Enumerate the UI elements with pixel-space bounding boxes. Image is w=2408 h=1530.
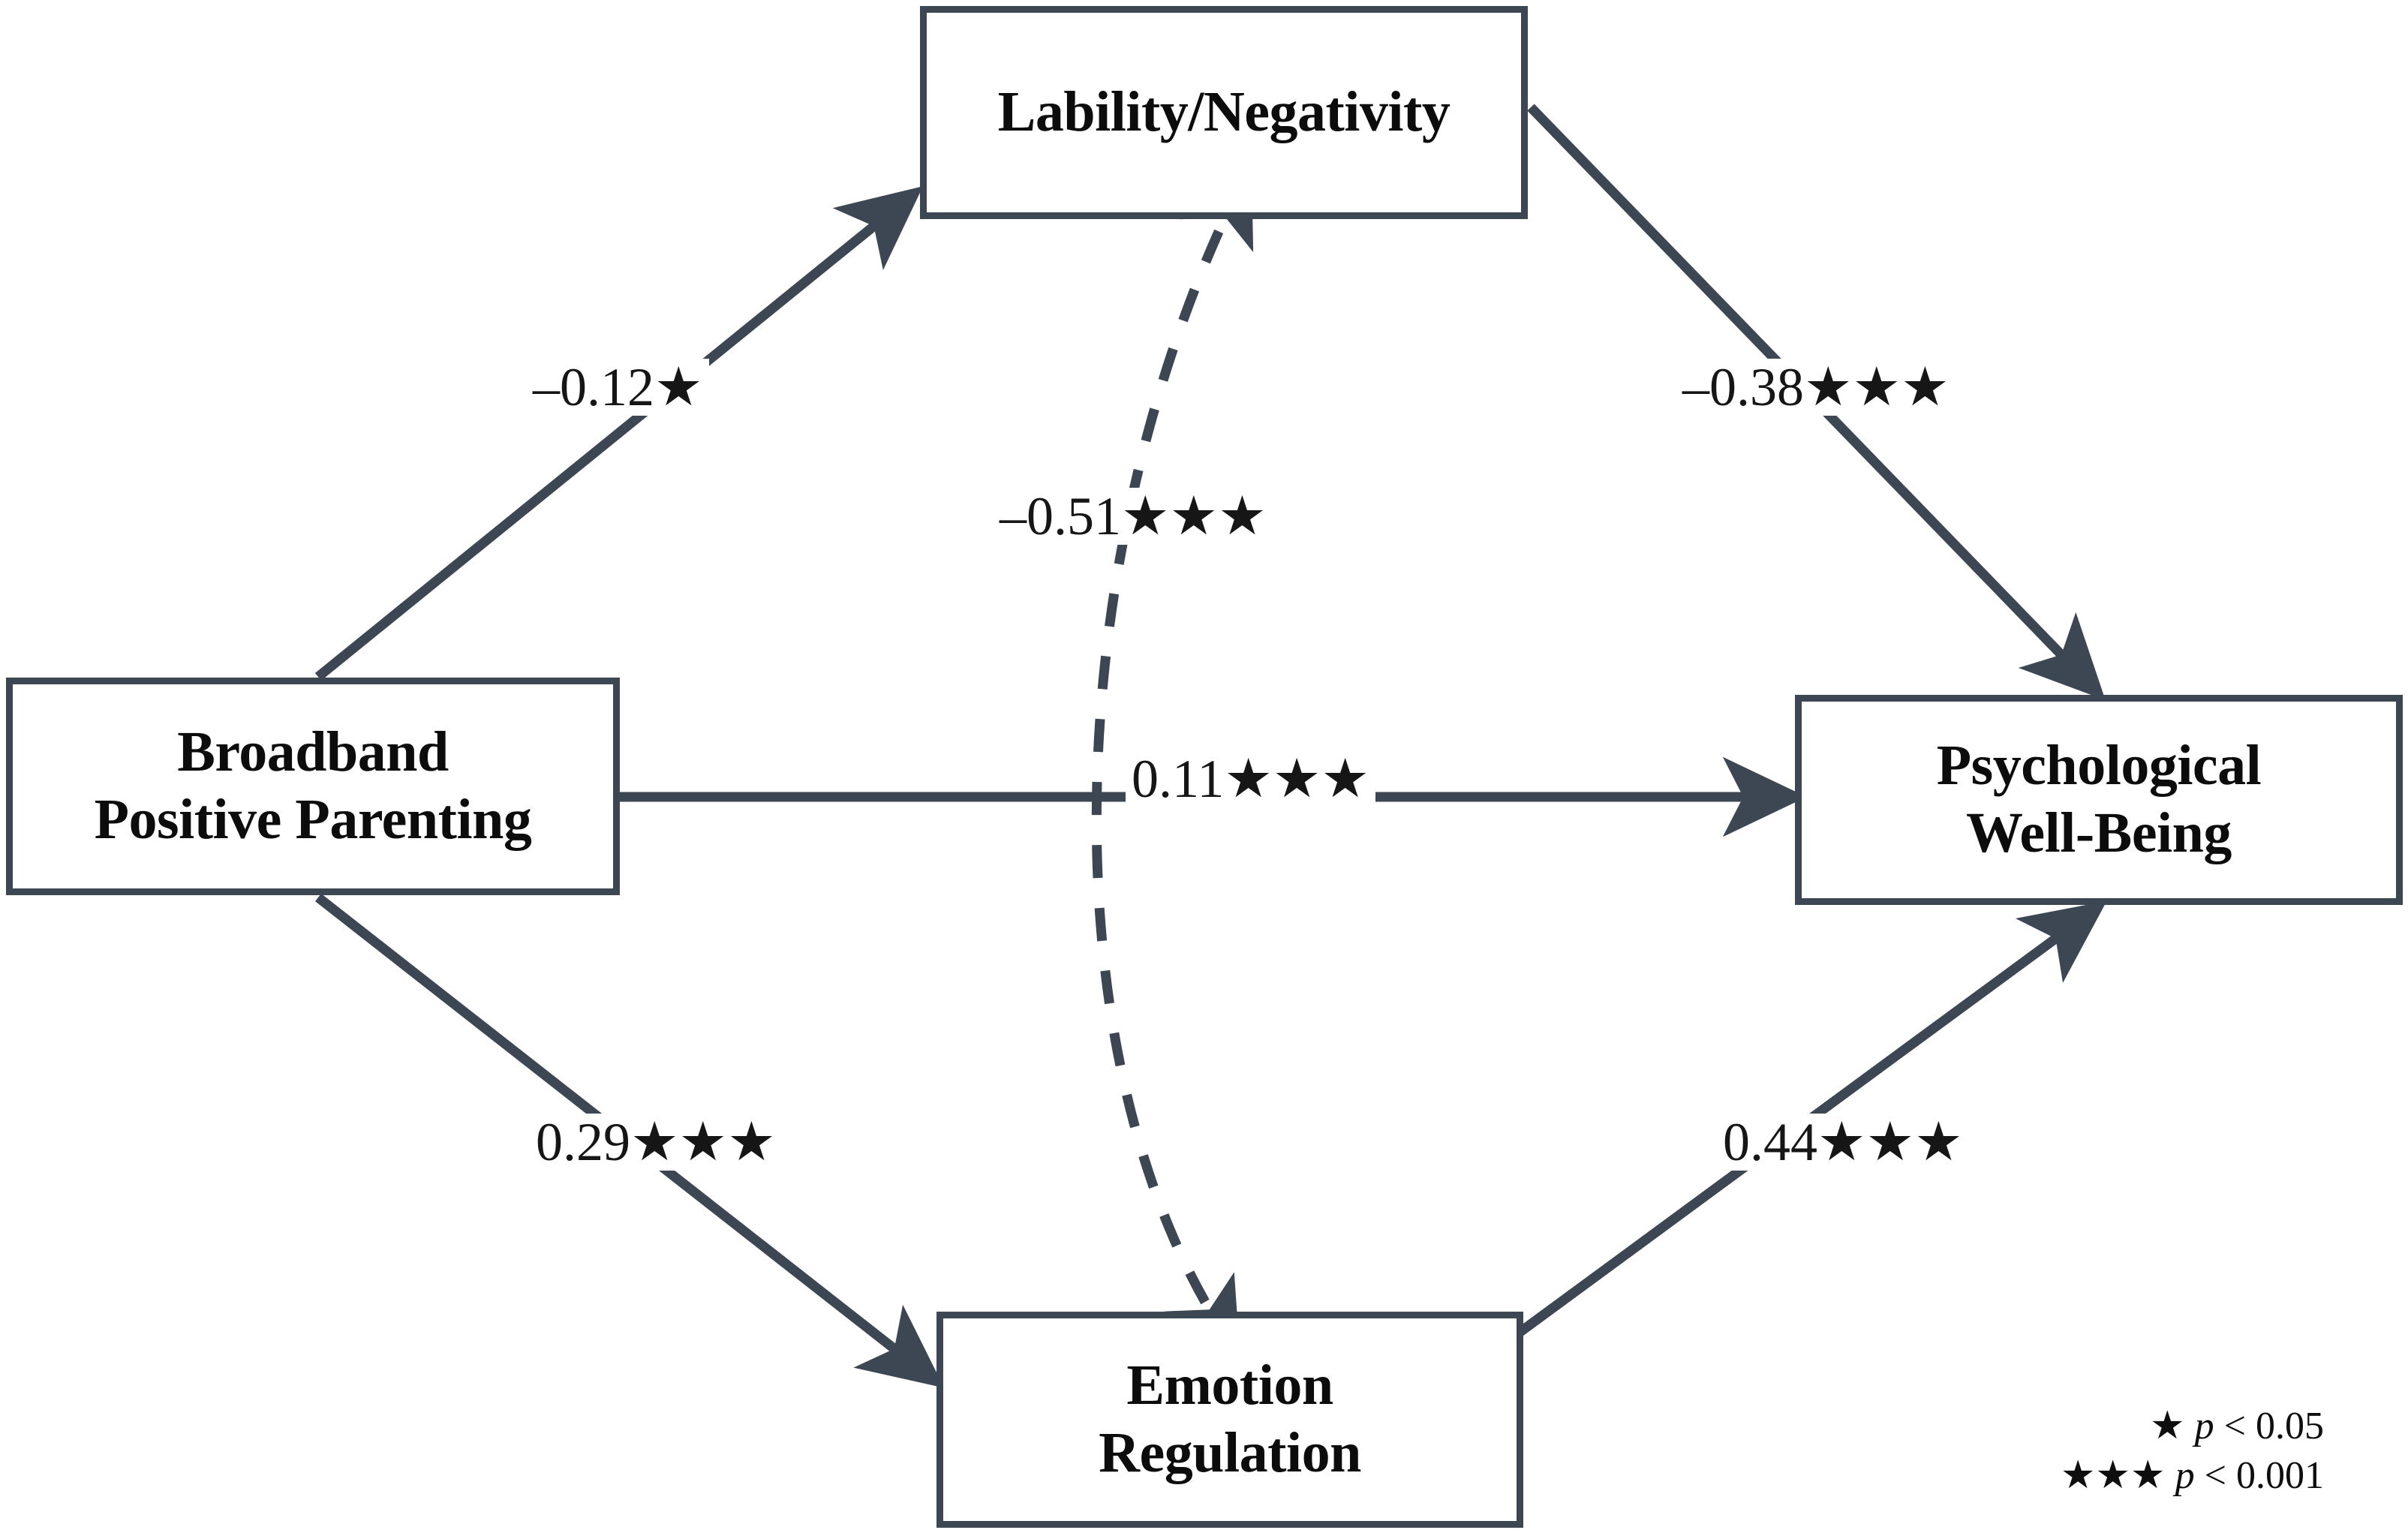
- legend-row-p001: ★★★ p < 0.001: [2061, 1451, 2324, 1501]
- node-emotion-regulation[interactable]: Emotion Regulation: [936, 1312, 1523, 1528]
- edge-label-lability-to-wellbeing: –0.38★★★: [1676, 359, 1956, 416]
- node-broadband-positive-parenting[interactable]: Broadband Positive Parenting: [6, 678, 620, 895]
- node-label-emotion: Emotion Regulation: [1099, 1354, 1361, 1484]
- legend-threshold-single: < 0.05: [2214, 1404, 2324, 1447]
- legend-p-symbol-single: p: [2194, 1404, 2214, 1447]
- edge-label-emotion-lability-correlation: –0.51★★★: [994, 488, 1273, 545]
- significance-legend: ★ p < 0.05 ★★★ p < 0.001: [2061, 1402, 2324, 1501]
- edge-label-parenting-to-wellbeing: 0.11★★★: [1126, 750, 1375, 807]
- node-psychological-well-being[interactable]: Psychological Well-Being: [1795, 695, 2403, 905]
- edge-label-parenting-to-lability: –0.12★: [527, 359, 709, 416]
- node-label-wellbeing: Psychological Well-Being: [1936, 734, 2262, 864]
- legend-star-single: ★: [2150, 1404, 2185, 1447]
- node-label-lability: Lability/Negativity: [997, 80, 1451, 144]
- legend-star-triple: ★★★: [2060, 1454, 2166, 1498]
- edge-parenting-to-lability: [314, 186, 924, 681]
- edge-label-emotion-to-wellbeing: 0.44★★★: [1717, 1114, 1969, 1171]
- legend-row-p05: ★ p < 0.05: [2061, 1402, 2324, 1452]
- edge-label-parenting-to-emotion: 0.29★★★: [530, 1114, 782, 1171]
- legend-p-symbol-triple: p: [2175, 1454, 2195, 1498]
- node-label-parenting: Broadband Positive Parenting: [94, 720, 532, 851]
- node-lability-negativity[interactable]: Lability/Negativity: [920, 6, 1528, 219]
- legend-threshold-triple: < 0.001: [2194, 1454, 2324, 1498]
